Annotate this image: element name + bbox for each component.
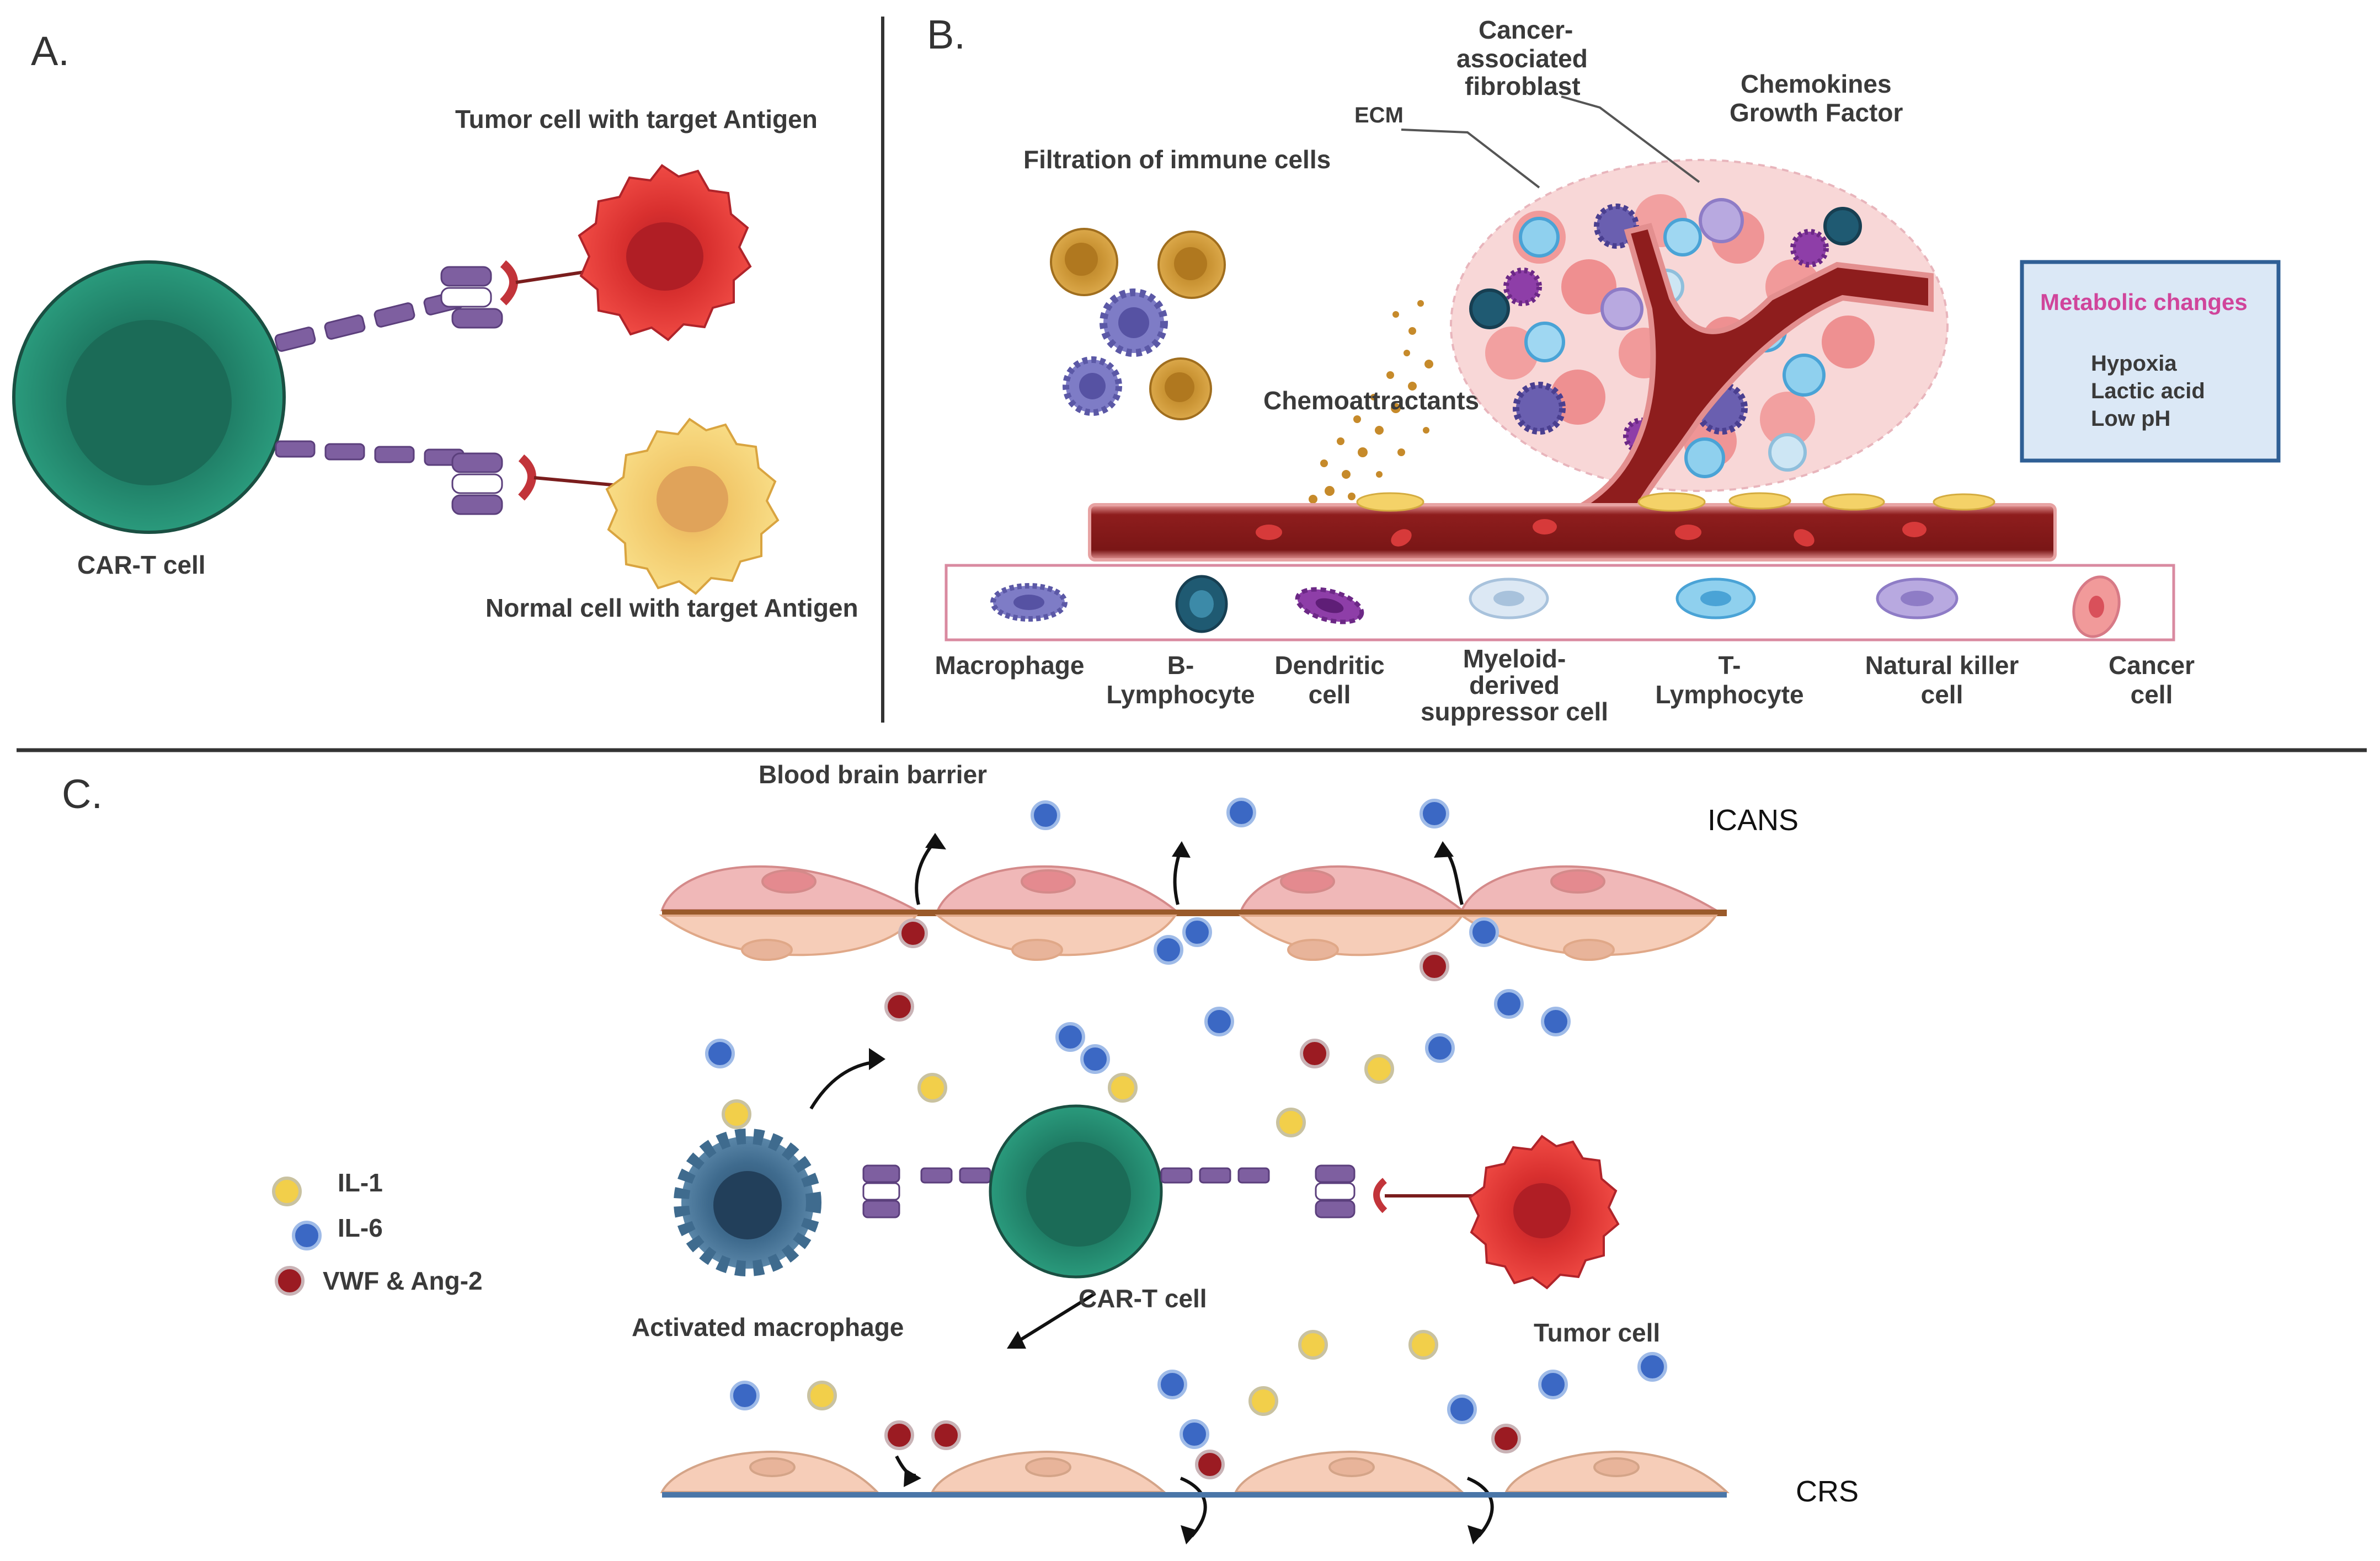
caf-label-line1: Cancer- (1479, 15, 1573, 44)
vessel-branch (1560, 222, 1934, 518)
legend-il1-label: IL-1 (338, 1168, 383, 1197)
legend-nk-cell-icon (1876, 578, 1959, 619)
immune-cell-group (1050, 228, 1226, 420)
chemokines-label-line2: Growth Factor (1730, 98, 1903, 127)
blood-vessel (1088, 503, 2057, 562)
car-receptor-lower (275, 440, 503, 515)
chemoattractant-particles (1309, 300, 1433, 504)
antigen-stalk-lower (533, 476, 618, 487)
vwf-ang2-dots (275, 918, 1521, 1479)
metabolic-item-2: Lactic acid (2091, 379, 2205, 403)
tumor-cell-c-label: Tumor cell (1534, 1318, 1660, 1347)
legend-cancer-cell-icon (2072, 575, 2121, 638)
legend-b-lymphocyte-icon (1175, 575, 1228, 633)
activated-macrophage-label: Activated macrophage (632, 1313, 904, 1341)
caf-leader (1561, 95, 1700, 183)
red-blood-cells (1256, 519, 1927, 547)
icans-label: ICANS (1707, 804, 1799, 837)
antigen-upper (500, 260, 518, 306)
metabolic-box (2020, 260, 2281, 463)
legend-t-lymphocyte-label-2: Lymphocyte (1655, 680, 1803, 709)
ecm-leader (1401, 129, 1540, 189)
legend-myeloid-suppressor-icon (1469, 578, 1549, 619)
tumor-cell-label: Tumor cell with target Antigen (455, 105, 818, 133)
bbb-endothelium-upper (660, 865, 1720, 911)
car-receptor-upper (274, 266, 503, 352)
panel-a-letter: A. (31, 28, 70, 74)
caf-label-line3: fibroblast (1465, 72, 1581, 100)
legend-macrophage-label: Macrophage (935, 651, 1085, 680)
legend-myeloid-label-1: Myeloid- (1463, 644, 1566, 673)
legend-myeloid-label-2: derived (1469, 671, 1560, 699)
leak-arrows (809, 840, 1494, 1537)
bbb-label: Blood brain barrier (759, 760, 987, 789)
il1-dots (272, 1054, 1438, 1416)
legend-t-lymphocyte-label-1: T- (1719, 651, 1741, 680)
caf-label-line2: associated (1456, 44, 1588, 73)
legend-macrophage-icon (990, 583, 1068, 622)
legend-myeloid-label-3: suppressor cell (1421, 697, 1608, 726)
bbb-pericytes (659, 915, 1718, 961)
legend-vwf-label: VWF & Ang-2 (323, 1266, 483, 1295)
legend-t-lymphocyte-icon (1675, 578, 1756, 619)
normal-nucleus (657, 466, 728, 532)
ecm-label: ECM (1354, 103, 1404, 127)
car-receptor-right (1160, 1164, 1356, 1218)
activated-macrophage (674, 1129, 821, 1276)
il6-dots (292, 798, 1667, 1449)
legend-dendritic-label-2: cell (1309, 680, 1351, 709)
cart-cell-nucleus (66, 320, 232, 485)
filtration-label: Filtration of immune cells (1023, 145, 1331, 174)
legend-b-lymphocyte-label-2: Lymphocyte (1106, 680, 1255, 709)
panel-c-letter: C. (62, 771, 103, 817)
legend-nk-label-2: cell (1921, 680, 1963, 709)
vessel-endothelium-lower (660, 1451, 1730, 1493)
panel-c: C. Blood brain barrier ICANS CRS (62, 760, 1859, 1544)
tumor-nucleus (626, 222, 703, 291)
panel-b: B. Filtration of immune cells Chemoattra… (927, 12, 2281, 726)
normal-cell-label: Normal cell with target Antigen (485, 594, 858, 622)
cart-cell-label: CAR-T cell (77, 550, 206, 579)
metabolic-item-3: Low pH (2091, 407, 2170, 431)
legend-cancer-label-2: cell (2131, 680, 2173, 709)
tumor-nucleus-c (1513, 1183, 1571, 1238)
metabolic-item-1: Hypoxia (2091, 351, 2177, 376)
legend-b-lymphocyte-label-1: B- (1167, 651, 1194, 680)
panel-b-letter: B. (927, 12, 965, 57)
chemoattractants-label: Chemoattractants (1263, 386, 1479, 415)
arrow-heads (869, 833, 1485, 1544)
crs-label: CRS (1796, 1475, 1859, 1508)
endothelial-cells (1356, 492, 1995, 512)
legend-dendritic-label-1: Dendritic (1274, 651, 1384, 680)
legend-il6-label: IL-6 (338, 1213, 383, 1242)
panel-a: A. CAR-T cell (12, 28, 858, 622)
cart-cell-c-label: CAR-T cell (1079, 1284, 1207, 1313)
legend-cancer-label-1: Cancer (2109, 651, 2195, 680)
metabolic-title: Metabolic changes (2040, 289, 2248, 315)
antigen-c (1373, 1178, 1388, 1213)
antigen-lower (518, 454, 536, 501)
legend-dendritic-cell-icon (1295, 587, 1364, 624)
chemokines-label-line1: Chemokines (1741, 70, 1892, 98)
legend-nk-label-1: Natural killer (1865, 651, 2019, 680)
cart-nucleus-c (1026, 1142, 1131, 1247)
cell-legend-box (944, 564, 2175, 641)
